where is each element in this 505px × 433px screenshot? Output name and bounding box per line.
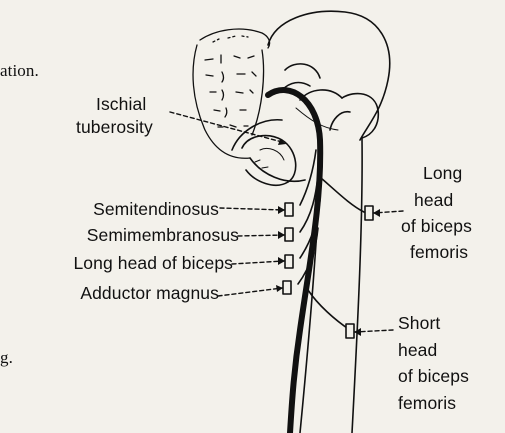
label-long-head-right-line4: femoris	[410, 242, 468, 263]
label-ischial: Ischial	[96, 94, 146, 115]
label-short-head-line4: femoris	[398, 393, 456, 414]
page-text-fragment: ation.	[0, 60, 39, 81]
label-tuberosity: tuberosity	[76, 117, 153, 138]
label-long-head-of-biceps: Long head of biceps	[73, 253, 233, 274]
label-long-head-right-line1: Long	[423, 163, 462, 184]
page-text-fragment: g.	[0, 347, 13, 368]
muscle-branches	[298, 150, 364, 330]
sacrum-sketch	[193, 29, 270, 158]
label-short-head-line2: head	[398, 340, 437, 361]
label-long-head-right-line2: head	[414, 190, 453, 211]
hip-bone-outline	[232, 11, 390, 185]
label-adductor-magnus: Adductor magnus	[80, 283, 219, 304]
label-long-head-right-line3: of biceps	[401, 216, 472, 237]
label-short-head-line3: of biceps	[398, 366, 469, 387]
label-short-head-line1: Short	[398, 313, 440, 334]
label-semimembranosus: Semimembranosus	[87, 225, 239, 246]
label-semitendinosus: Semitendinosus	[93, 199, 219, 220]
